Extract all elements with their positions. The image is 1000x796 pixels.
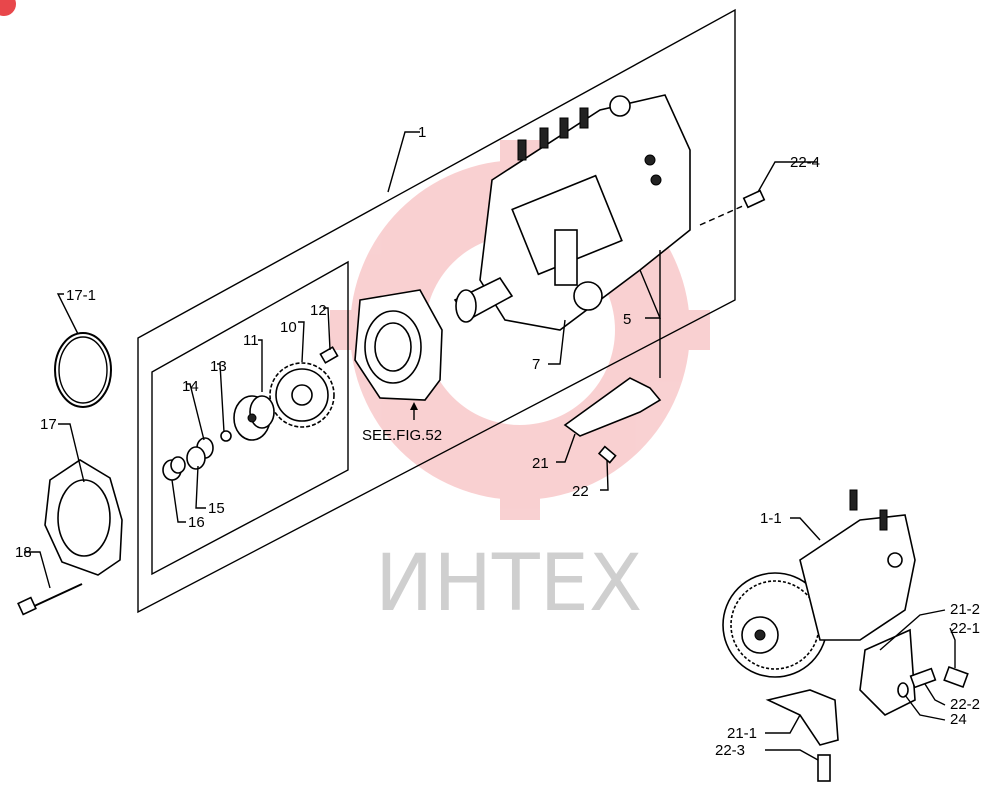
washer-24: [897, 682, 909, 698]
label-21: 21: [532, 455, 549, 472]
bolt-22-4: [742, 189, 766, 209]
bolt-22-2: [909, 667, 937, 689]
label-13: 13: [210, 358, 227, 375]
long-bolt: [17, 583, 83, 616]
label-5: 5: [623, 311, 631, 328]
label-10: 10: [280, 319, 297, 336]
drive-plate: [354, 289, 443, 401]
bolt-22-1: [943, 665, 969, 689]
gear-hub: [233, 395, 275, 441]
leader-lines: [24, 131, 818, 589]
label-21-1: 21-1: [727, 725, 757, 742]
bolt-12: [319, 346, 339, 364]
label-11: 11: [243, 332, 259, 349]
watermark-text: ИНТЕХ: [375, 539, 642, 629]
o-ring: [54, 332, 112, 408]
inset-leader-lines: [765, 517, 956, 761]
bolt-22-3: [817, 754, 831, 782]
corner-badge: [0, 0, 16, 16]
bolt-22: [597, 445, 617, 464]
label-12: 12: [310, 302, 327, 319]
label-see-fig: SEE.FIG.52: [362, 427, 442, 444]
bracket-21: [563, 377, 662, 437]
label-22-1: 22-1: [950, 620, 980, 637]
label-22-3: 22-3: [715, 742, 745, 759]
bracket-21-1: [765, 689, 839, 746]
label-1: 1: [418, 124, 426, 141]
label-18: 18: [15, 544, 32, 561]
label-22-2: 22-2: [950, 696, 980, 713]
label-17-1: 17-1: [66, 287, 96, 304]
nut-16: [162, 456, 186, 481]
o-ring-inner: [58, 336, 108, 404]
assembly-frame: [137, 8, 736, 614]
label-21-2: 21-2: [950, 601, 980, 618]
label-7: 7: [532, 356, 540, 373]
label-14: 14: [182, 378, 199, 395]
gasket: [44, 459, 123, 576]
injection-pump: [453, 94, 691, 331]
bolt-22-4-dash: [699, 204, 746, 226]
label-22-4: 22-4: [790, 154, 820, 171]
label-1-1: 1-1: [760, 510, 782, 527]
label-15: 15: [208, 500, 225, 517]
washer-13: [220, 430, 232, 442]
label-24: 24: [950, 711, 967, 728]
gear-subassembly-frame: [151, 260, 349, 576]
label-22: 22: [572, 483, 589, 500]
lock-plate-15: [186, 446, 206, 470]
label-16: 16: [188, 514, 205, 531]
assembled-pump: [722, 489, 916, 678]
label-17: 17: [40, 416, 57, 433]
drive-gear: [269, 362, 335, 428]
